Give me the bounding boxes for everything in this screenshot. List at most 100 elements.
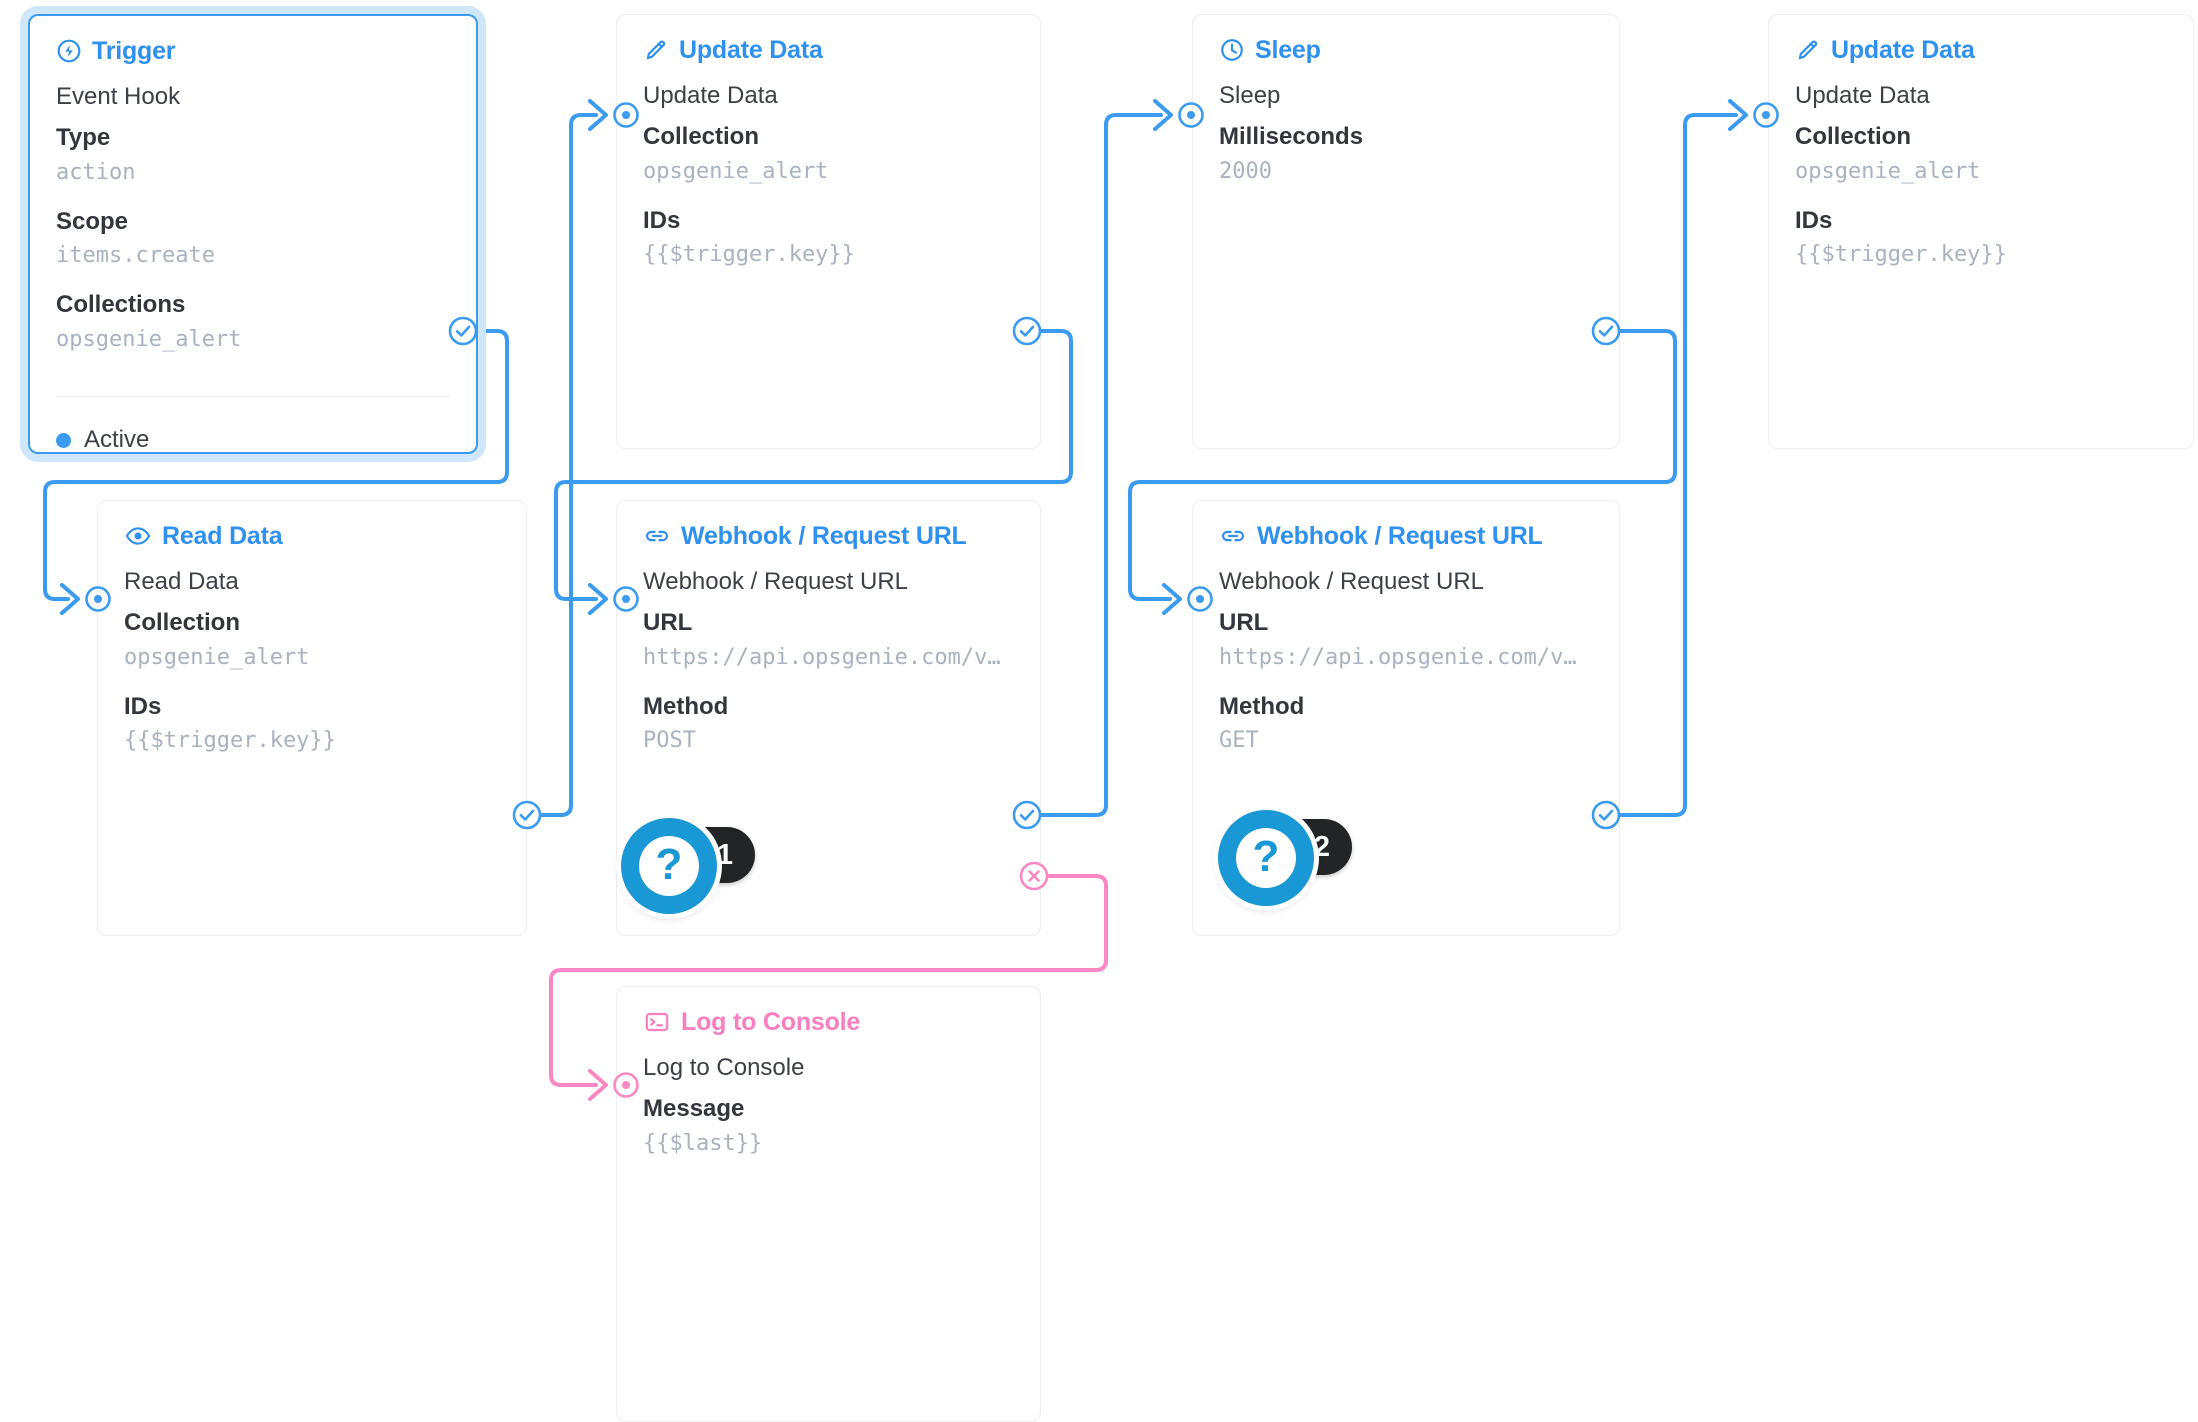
field-label: Collection [124, 608, 241, 636]
node-row-title: Event Hook [56, 83, 181, 110]
card-body-sleep: Sleep Milliseconds 2000 [1193, 63, 1619, 188]
field-value: POST [643, 728, 696, 754]
field-label: Scope [56, 207, 129, 235]
field-method: Method GET [1219, 690, 1593, 758]
node-row-title: Log to Console [643, 1054, 805, 1081]
help-badge-glyph: ? [639, 836, 699, 896]
field-ids: IDs {{$trigger.key}} [124, 690, 500, 758]
node-row-title: Read Data [124, 568, 239, 595]
node-row-title: Webhook / Request URL [643, 568, 909, 595]
output-port-success-sleep[interactable] [1590, 315, 1622, 347]
card-body-webhook-post: Webhook / Request URL URL https://api.op… [617, 549, 1040, 757]
field-collections: Collections opsgenie_alert [56, 288, 450, 356]
card-header-update-data-1: Update Data [617, 15, 1040, 63]
link-icon [1219, 523, 1247, 549]
field-value: opsgenie_alert [643, 158, 829, 184]
help-badge-2[interactable]: 2 ? [1218, 810, 1352, 906]
node-card-update-data-1[interactable]: Update Data Update Data Collection opsge… [616, 14, 1041, 449]
field-value: {{$trigger.key}} [124, 728, 336, 754]
field-method: Method POST [643, 690, 1014, 758]
input-port-webhook-get[interactable] [1185, 584, 1215, 614]
input-port-log-to-console[interactable] [611, 1070, 641, 1100]
arrowhead-webhook-post [588, 583, 608, 615]
node-row-title: Update Data [643, 82, 778, 109]
status-dot-icon [56, 432, 71, 448]
field-collection: Collection opsgenie_alert [1795, 120, 2167, 188]
output-port-success-trigger[interactable] [447, 315, 479, 347]
input-port-sleep[interactable] [1176, 100, 1206, 130]
card-title: Webhook / Request URL [681, 521, 967, 550]
card-title: Log to Console [681, 1007, 861, 1036]
field-label: Method [643, 692, 729, 720]
field-ids: IDs {{$trigger.key}} [1795, 204, 2167, 272]
field-label: Type [56, 123, 111, 151]
field-label: Collections [56, 291, 186, 319]
field-collection: Collection opsgenie_alert [124, 606, 500, 674]
node-card-log-to-console[interactable]: Log to Console Log to Console Message {{… [616, 986, 1041, 1422]
help-badge-1[interactable]: 1 ? [621, 818, 755, 914]
link-icon [643, 523, 671, 549]
card-title: Read Data [162, 521, 283, 550]
card-title: Update Data [1831, 35, 1975, 64]
help-question-icon[interactable]: ? [621, 818, 717, 914]
field-value: opsgenie_alert [56, 327, 242, 353]
output-port-error-webhook-post[interactable] [1018, 860, 1050, 892]
field-milliseconds: Milliseconds 2000 [1219, 120, 1593, 188]
arrowhead-update1 [588, 99, 608, 131]
card-header-read-data: Read Data [98, 501, 526, 549]
help-question-icon[interactable]: ? [1218, 810, 1314, 906]
output-port-success-update-data-1[interactable] [1011, 315, 1043, 347]
input-port-read-data[interactable] [83, 584, 113, 614]
field-collection: Collection opsgenie_alert [643, 120, 1014, 188]
card-body-log-to-console: Log to Console Message {{$last}} [617, 1035, 1040, 1160]
field-value: https://api.opsgenie.com/v… [1219, 644, 1577, 670]
field-url: URL https://api.opsgenie.com/v… [1219, 606, 1593, 674]
input-port-update-data-2[interactable] [1751, 100, 1781, 130]
field-url: URL https://api.opsgenie.com/v… [643, 606, 1014, 674]
card-header-update-data-2: Update Data [1769, 15, 2193, 63]
field-value: GET [1219, 728, 1259, 754]
card-title: Update Data [679, 35, 823, 64]
console-icon [643, 1009, 671, 1035]
status-label: Active [84, 426, 150, 453]
node-card-sleep[interactable]: Sleep Sleep Milliseconds 2000 [1192, 14, 1620, 449]
node-card-read-data[interactable]: Read Data Read Data Collection opsgenie_… [97, 500, 527, 936]
field-label: Milliseconds [1219, 122, 1364, 150]
field-value: {{$last}} [643, 1130, 763, 1156]
field-label: Collection [1795, 122, 1912, 150]
field-value: opsgenie_alert [124, 644, 310, 670]
wire-webhookpost-to-sleep [1039, 113, 1163, 817]
input-port-webhook-post[interactable] [611, 584, 641, 614]
field-label: IDs [124, 692, 162, 720]
card-body-update-data-2: Update Data Collection opsgenie_alert ID… [1769, 63, 2193, 271]
field-label: Collection [643, 122, 760, 150]
field-label: IDs [1795, 206, 1833, 234]
field-label: URL [643, 608, 693, 636]
card-divider [56, 396, 450, 397]
field-value: https://api.opsgenie.com/v… [643, 644, 1001, 670]
field-label: Method [1219, 692, 1305, 720]
output-port-success-read-data[interactable] [511, 799, 543, 831]
input-port-update-data-1[interactable] [611, 100, 641, 130]
field-value: action [56, 159, 136, 185]
output-port-success-webhook-post[interactable] [1011, 799, 1043, 831]
field-label: Message [643, 1094, 745, 1122]
wire-read-to-update1 [539, 113, 598, 817]
help-badge-glyph: ? [1236, 828, 1296, 888]
clock-icon [1219, 37, 1245, 63]
node-row-title: Update Data [1795, 82, 1930, 109]
node-row-title: Webhook / Request URL [1219, 568, 1485, 595]
field-value: {{$trigger.key}} [643, 242, 855, 268]
node-card-trigger[interactable]: Trigger Event Hook Type action Scope ite… [28, 14, 478, 454]
arrowhead-update2 [1728, 99, 1748, 131]
field-value: {{$trigger.key}} [1795, 242, 2007, 268]
field-type: Type action [56, 121, 450, 189]
card-header-webhook-post: Webhook / Request URL [617, 501, 1040, 549]
card-body-read-data: Read Data Collection opsgenie_alert IDs … [98, 549, 526, 757]
node-card-update-data-2[interactable]: Update Data Update Data Collection opsge… [1768, 14, 2194, 449]
card-title: Webhook / Request URL [1257, 521, 1543, 550]
card-body-trigger: Event Hook Type action Scope items.creat… [30, 64, 476, 356]
arrowhead-sleep [1153, 99, 1173, 131]
output-port-success-webhook-get[interactable] [1590, 799, 1622, 831]
